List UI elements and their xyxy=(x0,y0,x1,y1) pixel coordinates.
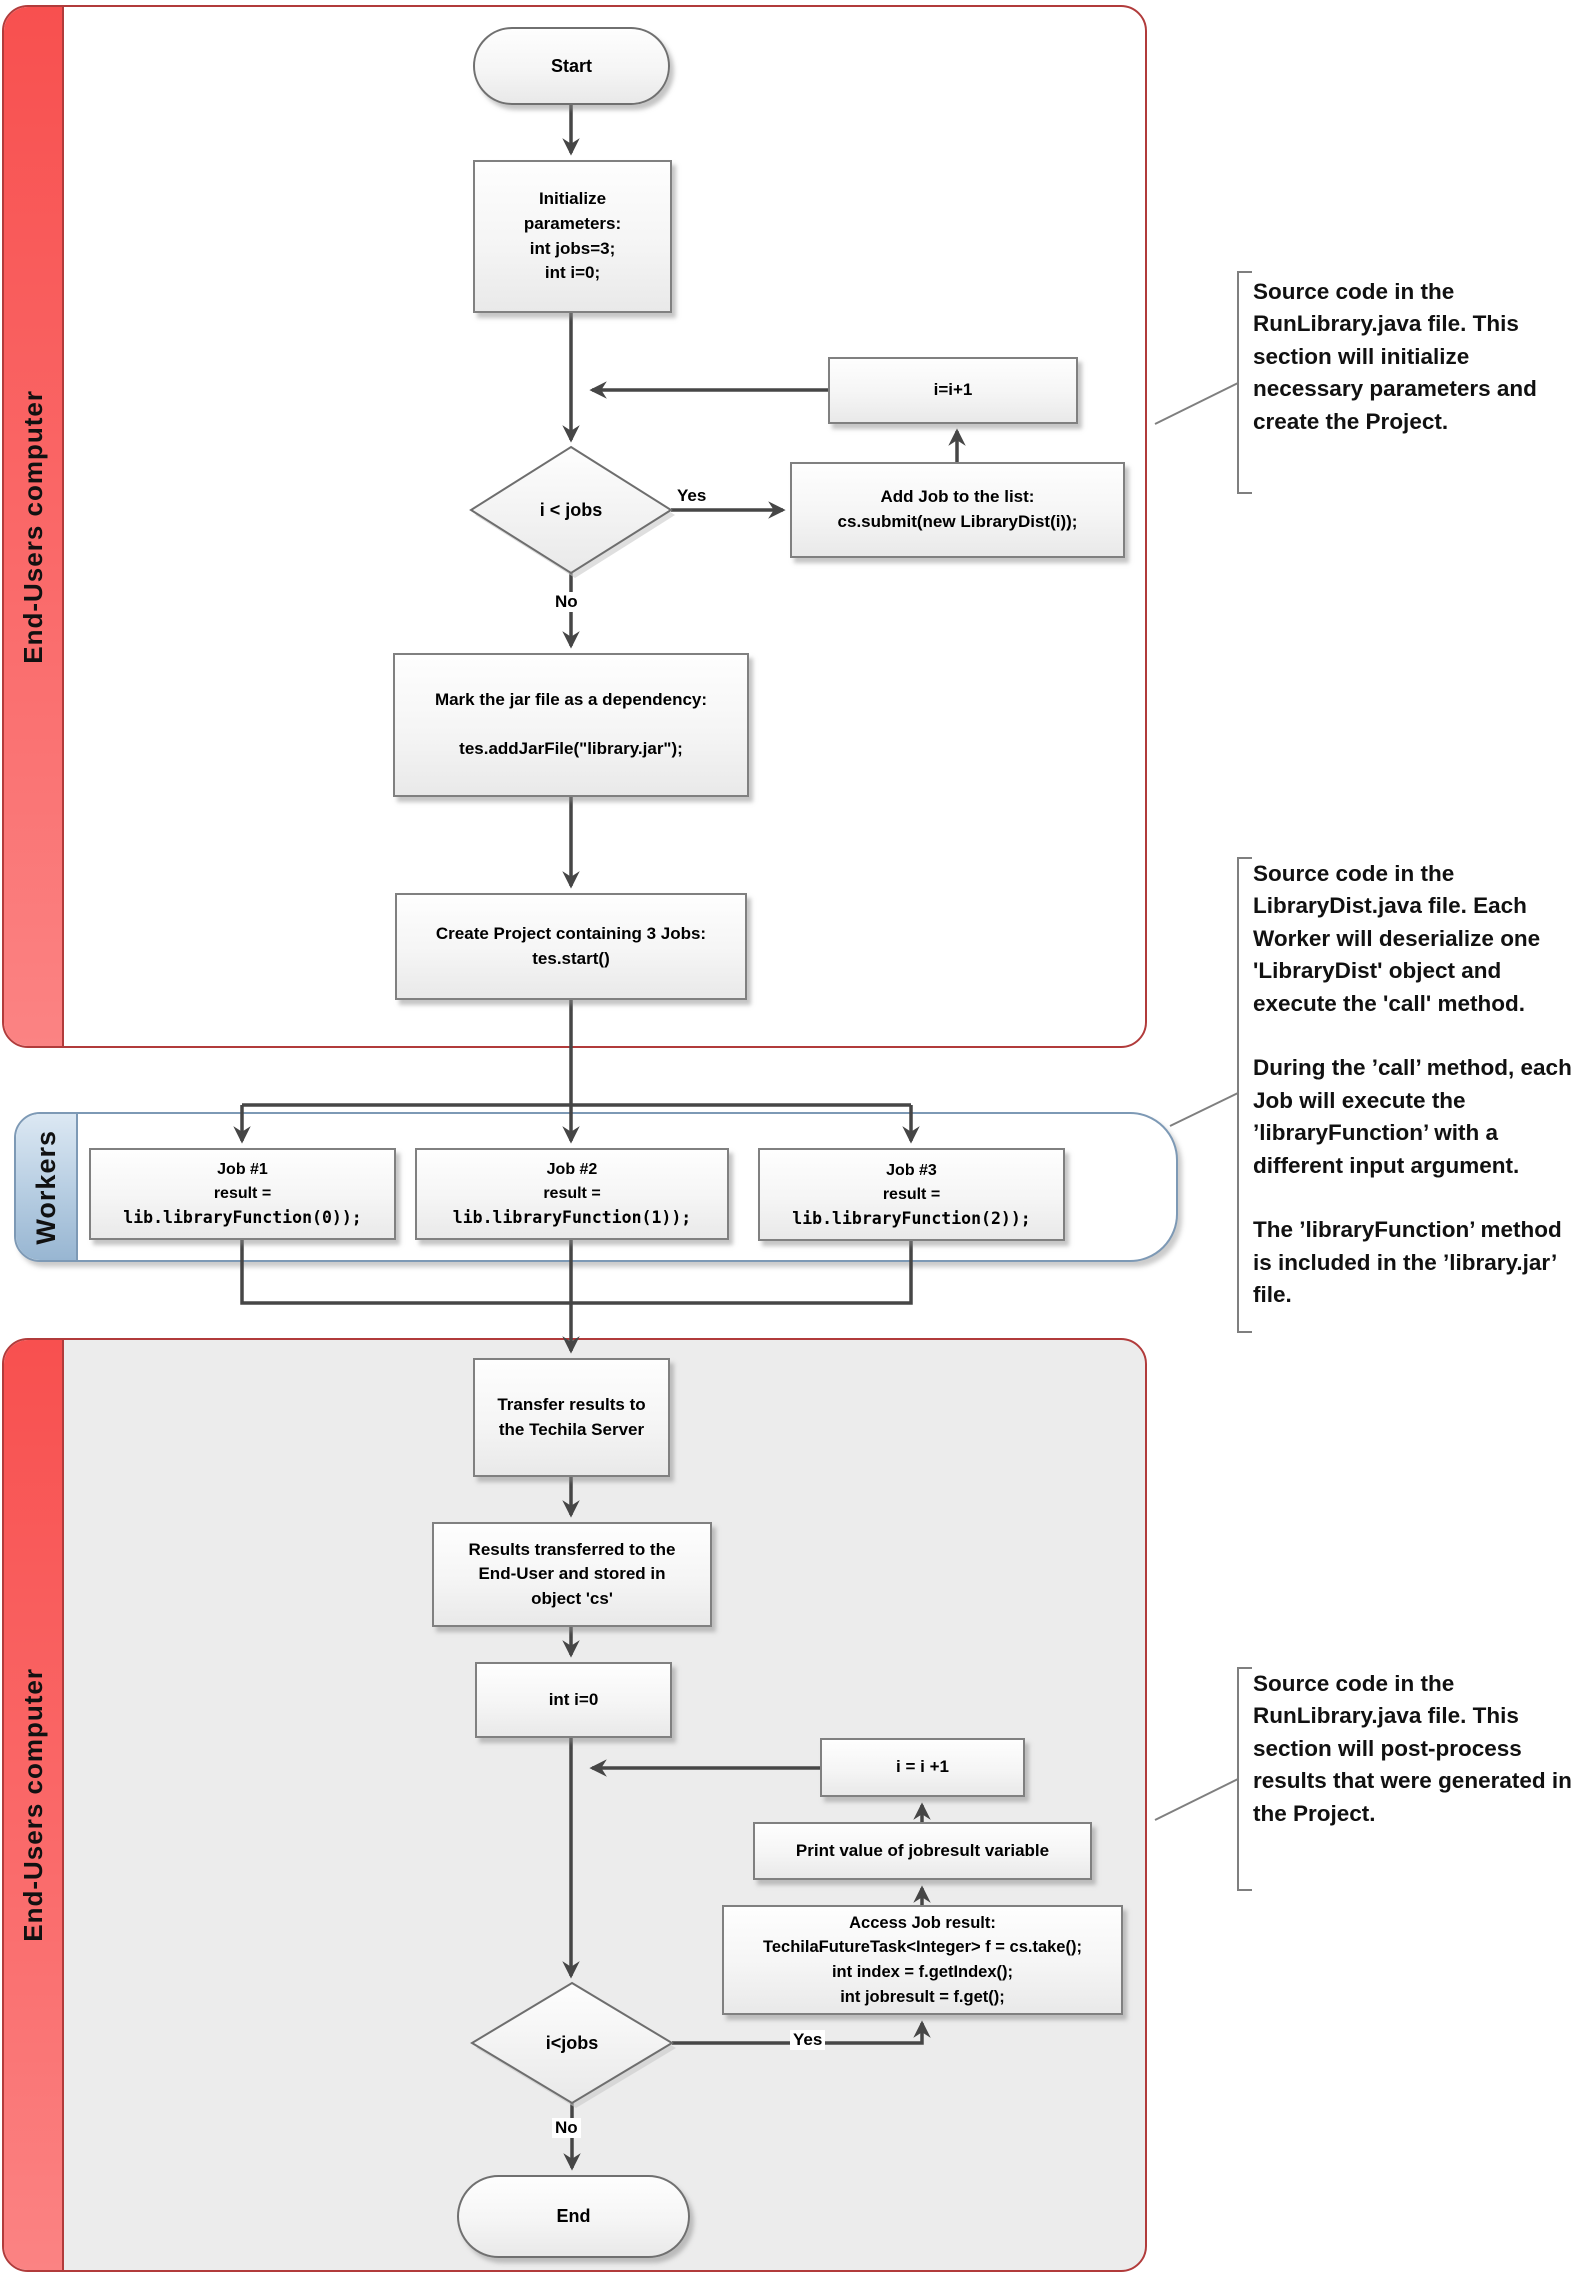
lane-workers-tab: Workers xyxy=(16,1114,78,1260)
mark-jar-dependency-node: Mark the jar file as a dependency: tes.a… xyxy=(393,653,749,797)
lane-end-users-top-tab: End-Users computer xyxy=(4,7,64,1046)
transfer-results-node: Transfer results to the Techila Server xyxy=(473,1358,670,1477)
job-3-code: lib.libraryFunction(2)); xyxy=(792,1208,1031,1228)
job-2-node: Job #2 result = lib.libraryFunction(1)); xyxy=(415,1148,729,1240)
lane-workers-label: Workers xyxy=(30,1129,61,1245)
lane-end-users-bottom-label: End-Users computer xyxy=(17,1668,48,1942)
decision-bottom-label: i<jobs xyxy=(545,2032,599,2053)
annotation-run-library-postprocess: Source code in the RunLibrary.java file.… xyxy=(1253,1671,1572,1826)
annotation-brackets xyxy=(1154,271,1252,1891)
init-i-node: int i=0 xyxy=(475,1662,672,1738)
increment-node-bottom: i = i +1 xyxy=(820,1738,1025,1797)
lane-end-users-top-label: End-Users computer xyxy=(17,389,48,664)
annotation-run-library-init: Source code in the RunLibrary.java file.… xyxy=(1253,279,1537,434)
add-job-node: Add Job to the list: cs.submit(new Libra… xyxy=(790,462,1125,558)
annotation-library-dist: Source code in the LibraryDist.java file… xyxy=(1253,861,1572,1308)
job-1-code: lib.libraryFunction(0)); xyxy=(123,1208,362,1228)
start-node: Start xyxy=(473,27,670,105)
yes-label-bottom: Yes xyxy=(790,2030,826,2051)
decision-top-label: i < jobs xyxy=(539,499,603,520)
results-transferred-node: Results transferred to the End-User and … xyxy=(432,1522,712,1627)
job-3-node: Job #3 result = lib.libraryFunction(2)); xyxy=(758,1148,1065,1241)
no-label-top: No xyxy=(552,592,581,613)
lane-end-users-bottom-tab: End-Users computer xyxy=(4,1340,64,2270)
job-1-node: Job #1 result = lib.libraryFunction(0)); xyxy=(89,1148,396,1240)
access-job-result-node: Access Job result: TechilaFutureTask<Int… xyxy=(722,1905,1123,2015)
lane-end-users-bottom: End-Users computer xyxy=(2,1338,1147,2272)
job-1-title: Job #1 result = xyxy=(213,1161,272,1203)
initialize-parameters-node: Initialize parameters: int jobs=3; int i… xyxy=(473,160,672,313)
print-jobresult-node: Print value of jobresult variable xyxy=(753,1822,1092,1880)
yes-label-top: Yes xyxy=(674,486,710,507)
end-node: End xyxy=(457,2175,690,2258)
no-label-bottom: No xyxy=(552,2118,581,2139)
create-project-node: Create Project containing 3 Jobs: tes.st… xyxy=(395,893,747,1000)
increment-node-top: i=i+1 xyxy=(828,357,1078,424)
job-2-title: Job #2 result = xyxy=(543,1161,601,1203)
job-3-title: Job #3 result = xyxy=(882,1161,941,1203)
job-2-code: lib.libraryFunction(1)); xyxy=(452,1208,692,1228)
